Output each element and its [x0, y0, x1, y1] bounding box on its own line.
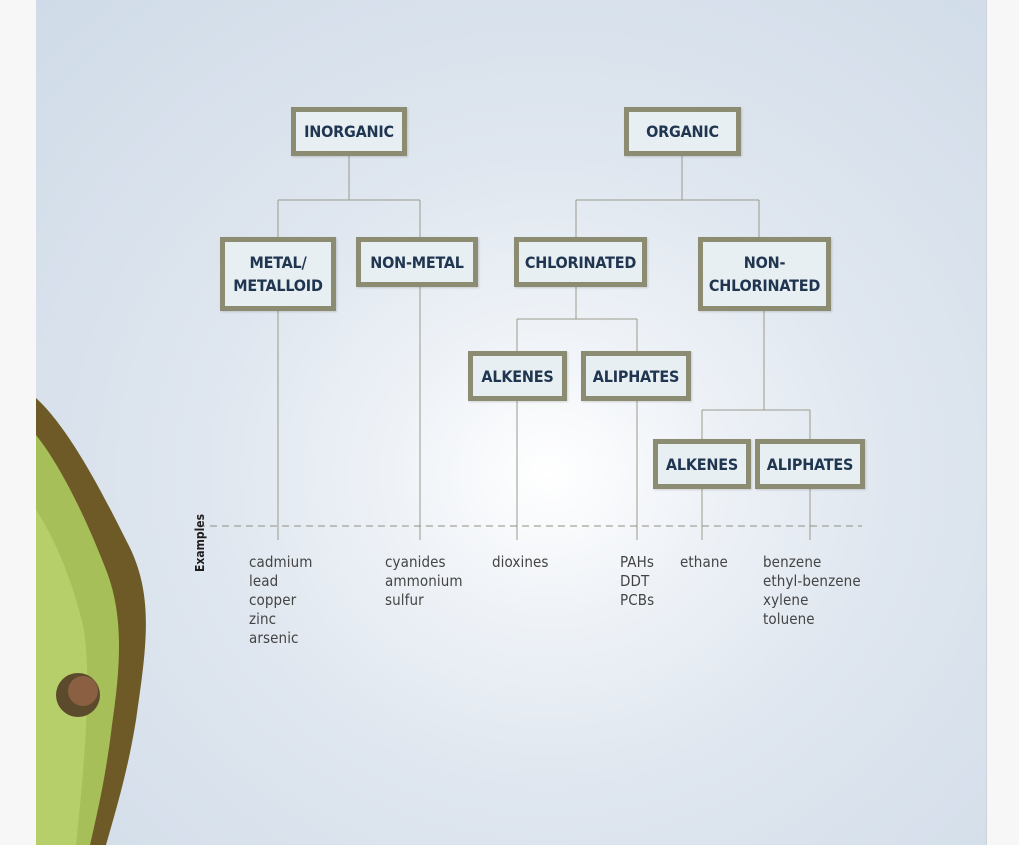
example-item: dioxines: [492, 553, 549, 571]
node-chlorinated-alkenes: ALKENES: [468, 351, 567, 401]
example-item: xylene: [763, 591, 809, 609]
example-item: ammonium: [385, 572, 463, 590]
examples-label: Examples: [193, 513, 207, 572]
examples-chlorinated-alkenes: dioxines: [492, 553, 549, 572]
node-metal-metalloid: METAL/ METALLOID: [220, 237, 336, 311]
node-chlorinated: CHLORINATED: [514, 237, 647, 287]
node-organic: ORGANIC: [624, 107, 741, 156]
examples-chlorinated-aliphates: PAHs DDT PCBs: [620, 553, 654, 610]
node-non-chlorinated: NON- CHLORINATED: [698, 237, 831, 311]
example-item: copper: [249, 591, 297, 609]
node-non-chlorinated-aliphates: ALIPHATES: [755, 439, 865, 489]
example-item: PAHs: [620, 553, 654, 571]
leaf-decoration: [36, 398, 146, 845]
examples-non-chlorinated-alkenes: ethane: [680, 553, 728, 572]
diagram-panel: INORGANIC ORGANIC METAL/ METALLOID NON-M…: [36, 0, 987, 845]
node-inorganic: INORGANIC: [291, 107, 407, 156]
node-chlorinated-aliphates: ALIPHATES: [581, 351, 691, 401]
example-item: arsenic: [249, 629, 299, 647]
example-item: benzene: [763, 553, 822, 571]
example-item: cadmium: [249, 553, 313, 571]
node-non-metal: NON-METAL: [356, 237, 478, 287]
example-item: zinc: [249, 610, 277, 628]
example-item: cyanides: [385, 553, 446, 571]
example-item: sulfur: [385, 591, 424, 609]
examples-non-metal: cyanides ammonium sulfur: [385, 553, 463, 610]
example-item: ethane: [680, 553, 728, 571]
example-item: ethyl-benzene: [763, 572, 861, 590]
connector-lines: [198, 154, 862, 540]
example-item: toluene: [763, 610, 815, 628]
example-item: lead: [249, 572, 279, 590]
node-non-chlorinated-alkenes: ALKENES: [653, 439, 751, 489]
examples-metal-metalloid: cadmium lead copper zinc arsenic: [249, 553, 313, 648]
example-item: DDT: [620, 572, 650, 590]
example-item: PCBs: [620, 591, 655, 609]
examples-non-chlorinated-aliphates: benzene ethyl-benzene xylene toluene: [763, 553, 861, 629]
